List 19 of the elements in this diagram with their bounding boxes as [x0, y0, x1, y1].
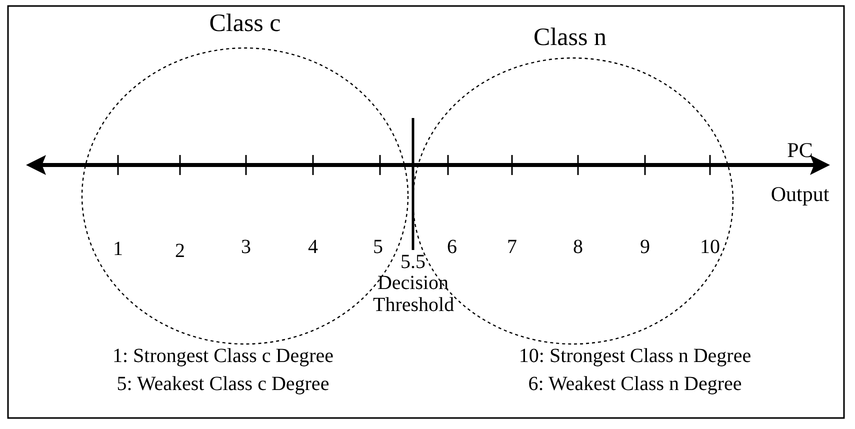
tick-number: 3 — [241, 236, 251, 259]
tick-number: 10 — [700, 236, 720, 259]
tick-number: 4 — [308, 236, 318, 259]
class-heading: Class n — [534, 24, 606, 52]
legend-note: 6: Weakest Class n Degree — [528, 373, 742, 396]
tick-number: 2 — [175, 240, 185, 263]
tick-number: 5 — [373, 236, 383, 259]
class-heading: Class c — [209, 10, 281, 38]
tick-number: 9 — [640, 236, 650, 259]
tick-number: 7 — [507, 236, 517, 259]
legend-note: 1: Strongest Class c Degree — [112, 345, 334, 368]
threshold-value: 5.5 — [400, 251, 426, 274]
axis-label: PC Output — [770, 137, 830, 208]
tick-number: 1 — [113, 238, 123, 261]
tick-number: 6 — [447, 236, 457, 259]
tick-number: 8 — [573, 236, 583, 259]
threshold-label: Decision Threshold — [373, 272, 453, 316]
legend-note: 10: Strongest Class n Degree — [518, 345, 752, 368]
legend-note: 5: Weakest Class c Degree — [116, 373, 330, 396]
